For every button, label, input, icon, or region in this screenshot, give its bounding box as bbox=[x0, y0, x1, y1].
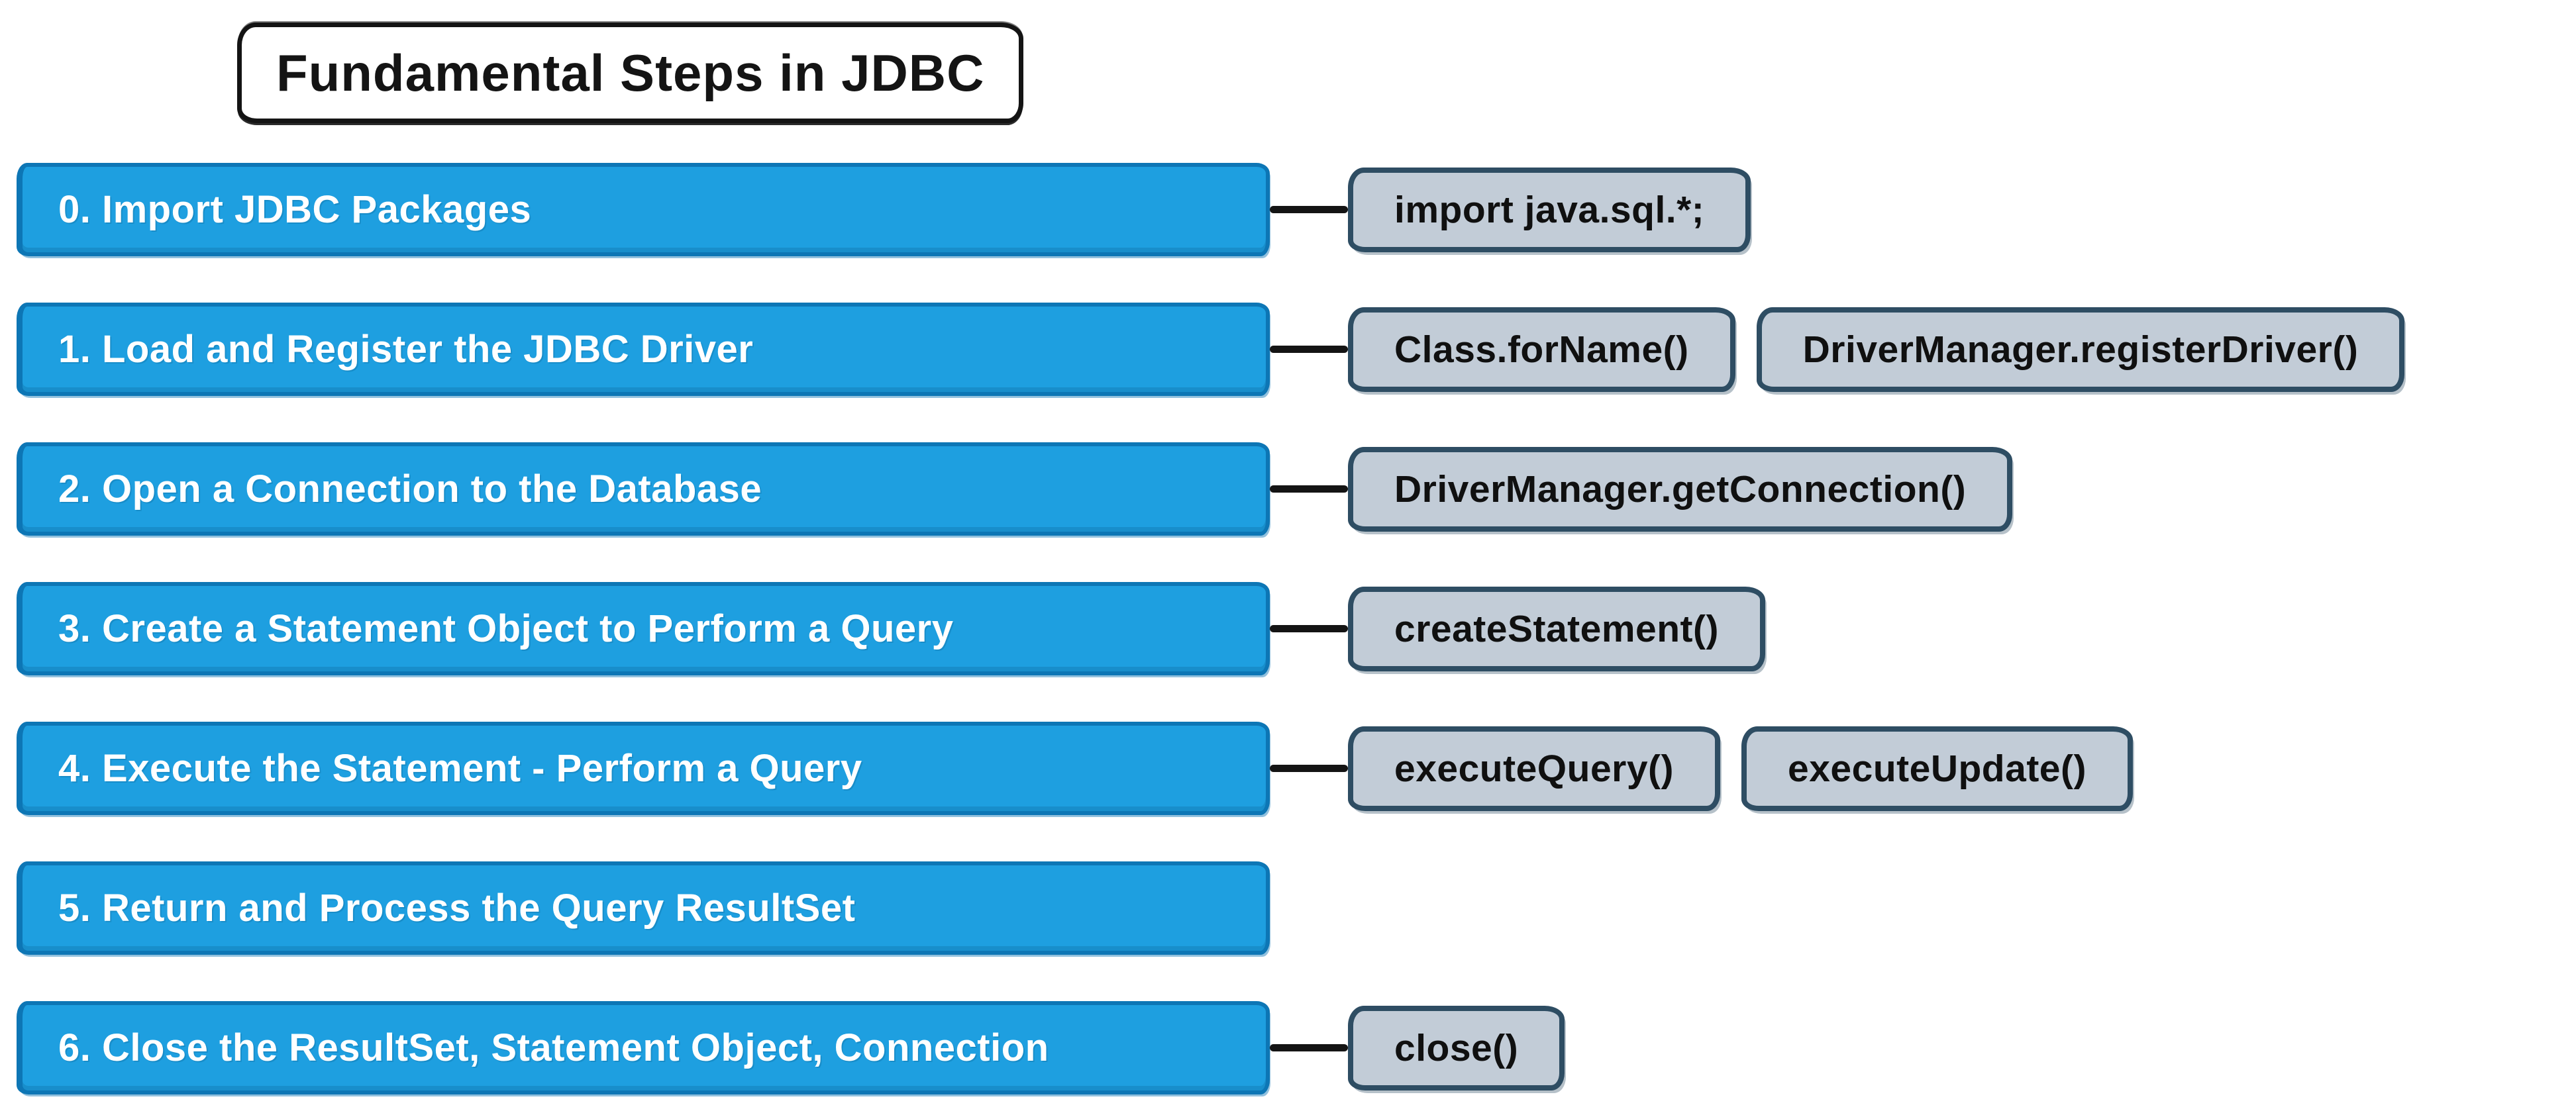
method-label: executeUpdate() bbox=[1788, 747, 2087, 790]
method-label: Class.forName() bbox=[1394, 328, 1689, 371]
step-label: 4. Execute the Statement - Perform a Que… bbox=[58, 747, 862, 790]
step-row-6: 6. Close the ResultSet, Statement Object… bbox=[17, 1001, 2576, 1094]
connector-line bbox=[1270, 206, 1348, 213]
step-row-1: 1. Load and Register the JDBC Driver Cla… bbox=[17, 303, 2576, 396]
step-row-0: 0. Import JDBC Packages import java.sql.… bbox=[17, 163, 2576, 256]
method-label: executeQuery() bbox=[1394, 747, 1674, 790]
method-box-close: close() bbox=[1348, 1005, 1565, 1091]
method-label: close() bbox=[1394, 1026, 1519, 1069]
connector-line bbox=[1270, 625, 1348, 632]
step-box-execute-statement: 4. Execute the Statement - Perform a Que… bbox=[17, 722, 1270, 815]
method-label: DriverManager.getConnection() bbox=[1394, 467, 1967, 510]
method-box-class-forname: Class.forName() bbox=[1348, 307, 1735, 392]
connector-line bbox=[1270, 346, 1348, 353]
method-box-register-driver: DriverManager.registerDriver() bbox=[1756, 307, 2405, 392]
step-label: 5. Return and Process the Query ResultSe… bbox=[58, 887, 856, 930]
method-box-get-connection: DriverManager.getConnection() bbox=[1348, 446, 2013, 532]
method-group: close() bbox=[1348, 1005, 1565, 1091]
step-row-2: 2. Open a Connection to the Database Dri… bbox=[17, 442, 2576, 536]
step-label: 0. Import JDBC Packages bbox=[58, 188, 532, 231]
step-box-create-statement: 3. Create a Statement Object to Perform … bbox=[17, 582, 1270, 675]
method-label: DriverManager.registerDriver() bbox=[1802, 328, 2359, 371]
method-group: DriverManager.getConnection() bbox=[1348, 446, 2013, 532]
step-label: 3. Create a Statement Object to Perform … bbox=[58, 607, 954, 650]
step-row-3: 3. Create a Statement Object to Perform … bbox=[17, 582, 2576, 675]
method-group: Class.forName() DriverManager.registerDr… bbox=[1348, 307, 2405, 392]
method-box-create-statement: createStatement() bbox=[1348, 586, 1765, 671]
step-box-open-connection: 2. Open a Connection to the Database bbox=[17, 442, 1270, 536]
step-label: 6. Close the ResultSet, Statement Object… bbox=[58, 1026, 1049, 1069]
step-label: 2. Open a Connection to the Database bbox=[58, 467, 762, 510]
method-box-execute-query: executeQuery() bbox=[1348, 726, 1721, 811]
step-box-close-resources: 6. Close the ResultSet, Statement Object… bbox=[17, 1001, 1270, 1094]
steps-list: 0. Import JDBC Packages import java.sql.… bbox=[17, 163, 2576, 1115]
connector-line bbox=[1270, 1044, 1348, 1051]
method-group: executeQuery() executeUpdate() bbox=[1348, 726, 2133, 811]
method-label: import java.sql.*; bbox=[1394, 188, 1705, 231]
step-box-import-packages: 0. Import JDBC Packages bbox=[17, 163, 1270, 256]
method-box-import-java-sql: import java.sql.*; bbox=[1348, 167, 1751, 252]
step-box-process-resultset: 5. Return and Process the Query ResultSe… bbox=[17, 861, 1270, 955]
method-group: import java.sql.*; bbox=[1348, 167, 1751, 252]
step-row-5: 5. Return and Process the Query ResultSe… bbox=[17, 861, 2576, 955]
step-label: 1. Load and Register the JDBC Driver bbox=[58, 328, 754, 371]
diagram-title-box: Fundamental Steps in JDBC bbox=[237, 23, 1024, 123]
connector-line bbox=[1270, 485, 1348, 493]
step-row-4: 4. Execute the Statement - Perform a Que… bbox=[17, 722, 2576, 815]
step-box-load-register-driver: 1. Load and Register the JDBC Driver bbox=[17, 303, 1270, 396]
page-title: Fundamental Steps in JDBC bbox=[276, 43, 985, 102]
method-label: createStatement() bbox=[1394, 607, 1719, 650]
method-box-execute-update: executeUpdate() bbox=[1741, 726, 2133, 811]
connector-line bbox=[1270, 765, 1348, 772]
method-group: createStatement() bbox=[1348, 586, 1765, 671]
